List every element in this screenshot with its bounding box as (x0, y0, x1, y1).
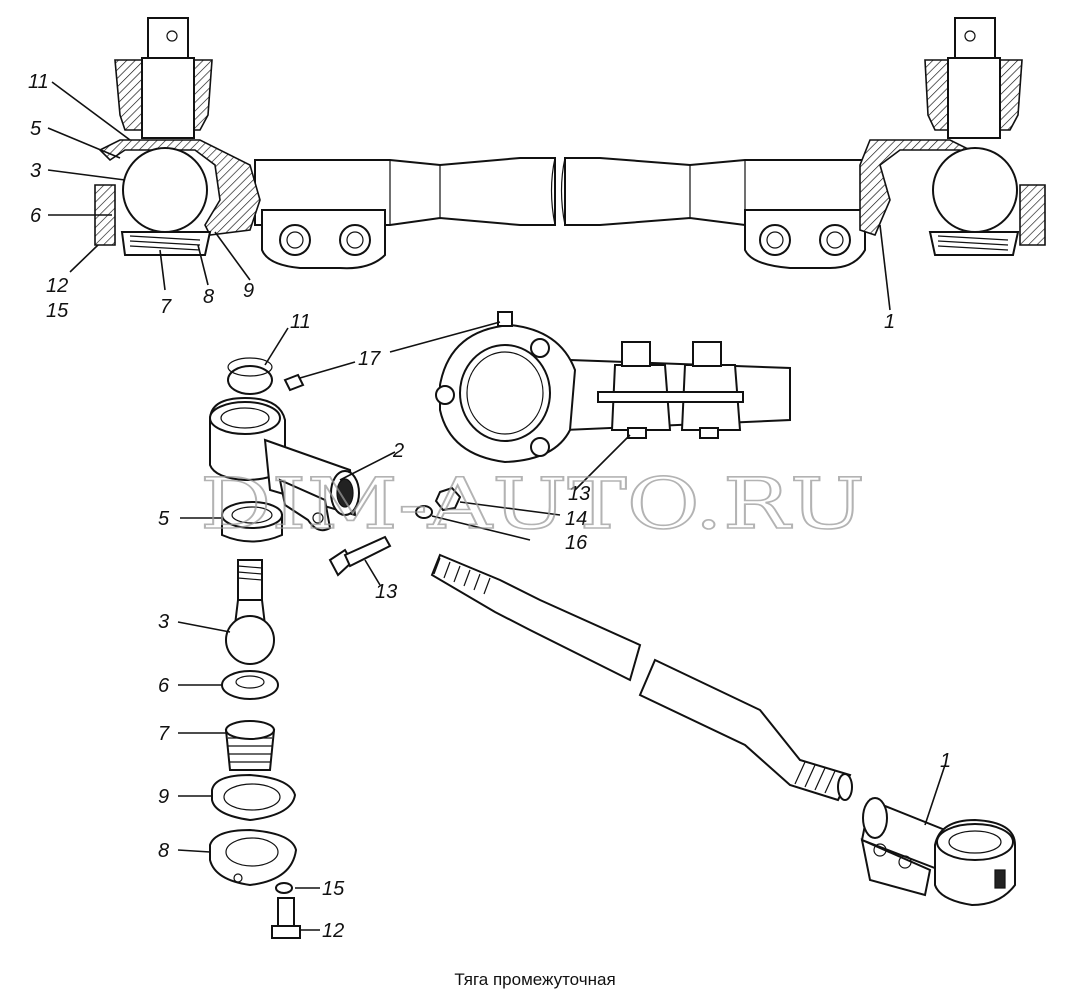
callout-15-top: 15 (46, 300, 69, 322)
callout-8-top: 8 (203, 286, 214, 308)
callout-1-top: 1 (884, 311, 895, 333)
callout-1-exploded: 1 (940, 750, 951, 772)
callout-8-exploded: 8 (158, 840, 169, 862)
callout-6-exploded: 6 (158, 675, 170, 697)
callout-9-exploded: 9 (158, 786, 169, 808)
callout-16-exploded: 16 (565, 532, 588, 554)
callout-2-exploded: 2 (392, 440, 404, 462)
callout-12-exploded: 12 (322, 920, 344, 942)
callout-7-exploded: 7 (158, 723, 170, 745)
watermark: DIM-AUTO.RU (200, 463, 865, 545)
assembled-rod-section (47, 17, 1046, 311)
callout-17-exploded: 17 (358, 348, 381, 370)
callout-7-top: 7 (160, 296, 172, 318)
callout-5-exploded: 5 (158, 508, 170, 530)
exploded-parts (177, 311, 1016, 939)
callout-11-exploded: 11 (290, 311, 311, 333)
diagram-caption: Тяга промежуточная (454, 970, 615, 989)
exploded-view-callouts: 11 17 2 13 14 16 5 13 3 6 7 9 8 15 12 1 (158, 311, 951, 942)
callout-9-top: 9 (243, 280, 254, 302)
top-view-callouts: 11 5 3 6 12 15 7 8 9 1 (28, 71, 895, 333)
callout-13b-exploded: 13 (375, 581, 397, 603)
callout-3-top: 3 (30, 160, 41, 182)
callout-13a-exploded: 13 (568, 483, 590, 505)
callout-11-top: 11 (28, 71, 49, 93)
callout-6-top: 6 (30, 205, 42, 227)
callout-5-top: 5 (30, 118, 42, 140)
callout-14-exploded: 14 (565, 508, 587, 530)
callout-3-exploded: 3 (158, 611, 169, 633)
callout-15-exploded: 15 (322, 878, 345, 900)
callout-12-top: 12 (46, 275, 68, 297)
